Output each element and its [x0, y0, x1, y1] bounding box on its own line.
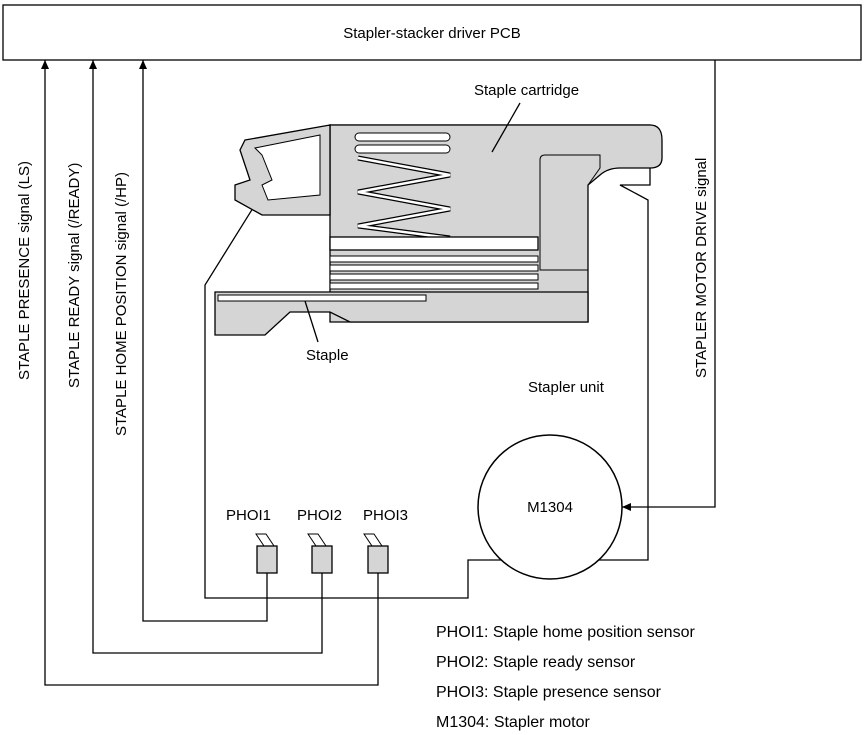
staple-tray	[214, 291, 589, 336]
staple-leader	[304, 300, 319, 343]
stapler-unit-label: Stapler unit	[528, 379, 605, 396]
wire-ls	[41, 60, 379, 686]
cartridge-spring	[354, 132, 451, 241]
staple-sheets	[329, 255, 539, 290]
cartridge-handle-grip	[253, 134, 321, 201]
phoi2-label: PHOI2	[297, 507, 342, 524]
signal-ls-label: STAPLE PRESENCE signal (LS)	[16, 161, 33, 380]
cartridge-label: Staple cartridge	[474, 82, 579, 99]
staple-cartridge	[329, 124, 663, 323]
signal-ready-label: STAPLE READY signal (/READY)	[66, 163, 83, 388]
staple-plate	[329, 236, 539, 251]
signal-motor-label: STAPLER MOTOR DRIVE signal	[693, 158, 710, 378]
motor-label: M1304	[527, 499, 573, 516]
phoi1-sensor	[255, 533, 278, 574]
pcb-label: Stapler-stacker driver PCB	[343, 25, 521, 42]
phoi3-sensor	[363, 533, 389, 574]
phoi3-label: PHOI3	[363, 507, 408, 524]
phoi1-label: PHOI1	[226, 507, 271, 524]
legend-item-m1304: M1304: Stapler motor	[436, 714, 591, 731]
cartridge-leader	[491, 102, 521, 153]
staple-label: Staple	[306, 347, 349, 364]
wire-hp	[139, 60, 268, 622]
wire-motor	[622, 60, 716, 511]
legend-item-phoi3: PHOI3: Staple presence sensor	[436, 684, 662, 701]
pcb-box	[2, 4, 862, 61]
legend-item-phoi1: PHOI1: Staple home position sensor	[436, 624, 695, 641]
cartridge-window	[539, 154, 601, 271]
staple-strip	[217, 294, 427, 302]
signal-hp-label: STAPLE HOME POSITION signal (/HP)	[113, 172, 130, 436]
legend-item-phoi2: PHOI2: Staple ready sensor	[436, 654, 636, 671]
wire-ready	[89, 60, 323, 654]
phoi2-sensor	[307, 533, 333, 574]
